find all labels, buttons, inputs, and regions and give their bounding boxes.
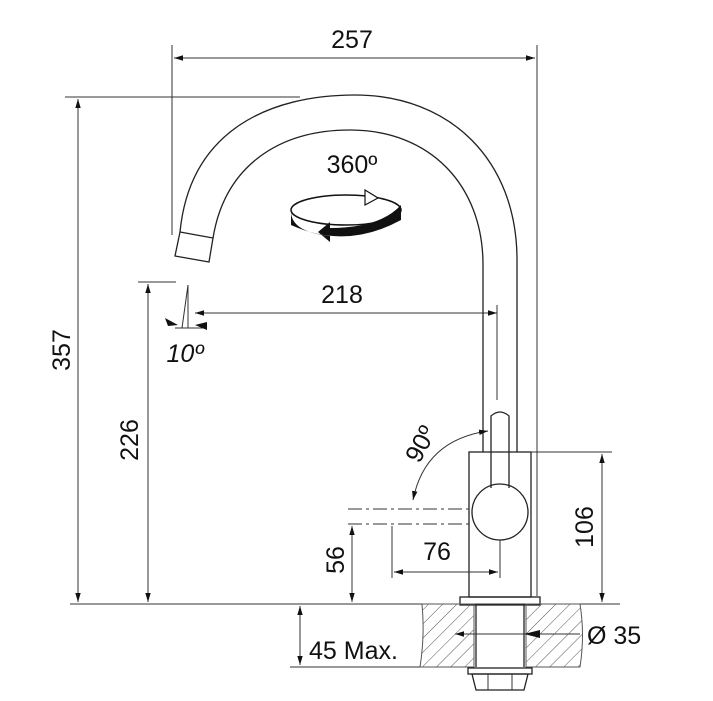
dimension-218: 218 [195,281,498,400]
label-357: 357 [48,329,76,371]
label-diameter-35: Ø 35 [587,622,641,650]
label-257: 257 [331,26,373,54]
label-226: 226 [116,419,144,461]
label-360: 360º [327,151,378,179]
dimension-106: 106 [531,451,612,602]
dimension-45-max: 45 Max. [297,606,398,665]
dimension-76: 76 [391,526,501,578]
label-10: 10º [167,340,206,368]
dimension-226: 226 [116,281,176,602]
dimension-257: 257 [171,26,538,596]
dimension-357: 357 [48,96,300,602]
label-90: 90º [400,421,442,467]
swivel-indicator: 360º [290,151,402,242]
label-218: 218 [321,281,363,309]
label-76: 76 [423,538,451,566]
dimension-56: 56 [322,526,355,602]
dimension-diameter-35: Ø 35 [455,622,641,650]
label-56: 56 [322,546,350,574]
countertop-section [290,603,583,668]
faucet-body [459,451,541,606]
spout [174,94,518,452]
dimension-10-degree: 10º [165,284,207,368]
mounting-nut [467,667,533,691]
lever [348,411,529,541]
label-45-max: 45 Max. [309,637,398,665]
dimension-90-degree: 90º [400,421,489,501]
label-106: 106 [571,506,599,548]
rotate-arrow-icon [290,188,402,242]
